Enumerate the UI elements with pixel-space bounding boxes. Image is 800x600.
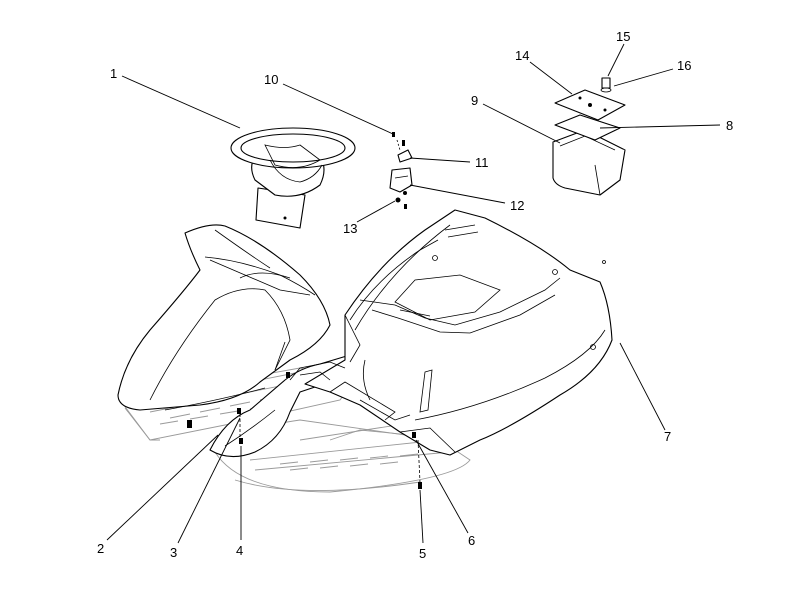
callout-14: 14 — [515, 48, 529, 63]
ignition-assembly — [389, 132, 413, 209]
callout-4: 4 — [236, 543, 243, 558]
battery-box — [552, 77, 626, 196]
callout-labels: 1 2 3 4 5 6 7 8 9 10 11 12 13 14 15 16 — [97, 29, 733, 561]
callout-8: 8 — [726, 118, 733, 133]
steering-wheel — [230, 127, 356, 229]
callout-5: 5 — [419, 546, 426, 561]
callout-13: 13 — [343, 221, 357, 236]
callout-6: 6 — [468, 533, 475, 548]
callout-16: 16 — [677, 58, 691, 73]
callout-11: 11 — [475, 155, 489, 170]
callout-15: 15 — [616, 29, 630, 44]
body-shell — [289, 209, 613, 456]
callout-7: 7 — [664, 429, 671, 444]
leader-lines — [106, 43, 721, 544]
callout-3: 3 — [170, 545, 177, 560]
callout-2: 2 — [97, 541, 104, 556]
callout-1: 1 — [110, 66, 117, 81]
callout-10: 10 — [264, 72, 278, 87]
callout-12: 12 — [510, 198, 524, 213]
callout-9: 9 — [471, 93, 478, 108]
fasteners — [187, 139, 422, 489]
